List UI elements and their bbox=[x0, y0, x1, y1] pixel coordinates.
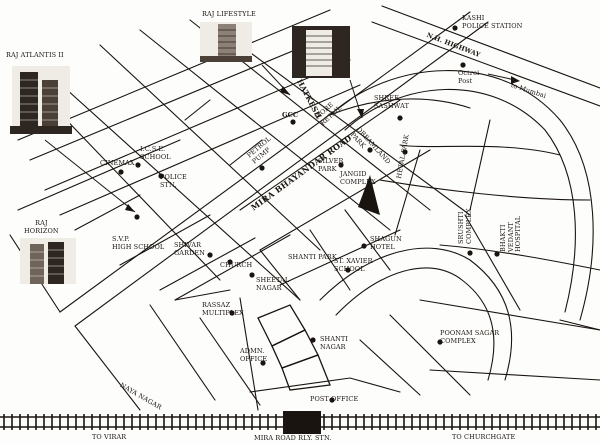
label-rassaz-multiplex: RASSAZ MULTIPLEX bbox=[202, 301, 244, 317]
dot-silver-park bbox=[338, 162, 344, 168]
railway-ties bbox=[3, 414, 597, 430]
label-church: CHURCH bbox=[220, 261, 253, 269]
arrow-to-mumbai bbox=[487, 73, 516, 81]
landmark-triangle bbox=[358, 175, 380, 215]
ring-road bbox=[329, 70, 594, 321]
center-tower-building bbox=[292, 26, 350, 78]
dot-police bbox=[158, 173, 164, 179]
raj-horizon-building bbox=[20, 238, 76, 284]
station-block bbox=[283, 411, 321, 434]
dot-sheetal bbox=[249, 272, 255, 278]
label-poonam-sagar: POONAM SAGAR COMPLEX bbox=[440, 329, 500, 345]
dot-poonam bbox=[437, 339, 443, 345]
label-srishti-complex: SRUSHTI COMPLEX bbox=[457, 208, 473, 244]
dot-shree-sashwat bbox=[397, 115, 403, 121]
label-kashi-police: KASHI POLICE STATION bbox=[462, 14, 523, 30]
label-mira-road-stn: MIRA ROAD RLY. STN. bbox=[254, 434, 332, 442]
label-police-stn: POLICE STN. bbox=[160, 173, 187, 189]
dot-srishti bbox=[467, 250, 473, 256]
label-octroi: Octroi Post bbox=[458, 69, 480, 85]
dot-shivar bbox=[207, 252, 213, 258]
label-shanti-park: SHANTI PARK bbox=[288, 253, 337, 261]
dot-admn bbox=[260, 360, 266, 366]
dot-dreamland bbox=[367, 147, 373, 153]
label-post-office: POST OFFICE bbox=[310, 395, 359, 403]
dot-post-office bbox=[329, 397, 335, 403]
dot-st-xavier bbox=[345, 267, 351, 273]
label-shivar-garden: SHIVAR GARDEN bbox=[174, 241, 206, 257]
sheetal-nagar-plots bbox=[257, 304, 331, 391]
label-icse-school: I.C.S.E. SCHOOL bbox=[140, 145, 171, 161]
arrow-raj-atlantis bbox=[44, 139, 136, 213]
label-raj-lifestyle: RAJ LIFESTYLE bbox=[202, 10, 256, 18]
label-to-virar: TO VIRAR bbox=[92, 433, 127, 441]
label-sheetal-nagar: SHEETAL NAGAR bbox=[256, 276, 290, 292]
dot-petrol bbox=[259, 165, 265, 171]
dot-kashi bbox=[452, 25, 458, 31]
label-jangid-complex: JANGID COMPLEX bbox=[340, 170, 376, 186]
label-svp-school: S.V.P. HIGH SCHOOL bbox=[112, 235, 165, 251]
label-shree-sashwat: SHREE SASHWAT bbox=[374, 94, 409, 110]
label-cinemax: CINEMAX bbox=[100, 159, 135, 167]
label-silver-park: SILVER PARK bbox=[318, 157, 344, 173]
dot-rassaz bbox=[229, 310, 235, 316]
label-bhakti-vedant: BHAKTI VEDANT HOSPITAL bbox=[499, 215, 522, 252]
dot-bhakti bbox=[494, 251, 500, 257]
nh-highway-road bbox=[381, 5, 600, 89]
raj-atlantis-building bbox=[10, 66, 72, 134]
dot-shagun bbox=[361, 243, 367, 249]
label-admn-office: ADMN. OFFICE bbox=[240, 347, 268, 363]
label-shagun-hotel: SHAGUN HOTEL bbox=[370, 235, 402, 251]
label-raj-atlantis: RAJ ATLANTIS II bbox=[6, 51, 64, 59]
dot-svp bbox=[134, 214, 140, 220]
dot-cinemax bbox=[118, 169, 124, 175]
mira-bhayandar-road bbox=[59, 11, 471, 313]
dot-hetal-park bbox=[402, 149, 408, 155]
label-shanti-nagar: SHANTI NAGAR bbox=[320, 335, 349, 351]
raj-lifestyle-building bbox=[200, 22, 252, 62]
label-st-xavier: ST. XAVIER SCHOOL bbox=[334, 257, 373, 273]
dot-octroi bbox=[460, 62, 466, 68]
dot-gcc bbox=[290, 119, 296, 125]
dot-icse bbox=[135, 162, 141, 168]
label-gcc: GCC bbox=[282, 111, 299, 119]
label-raj-horizon: RAJ HORIZON bbox=[24, 219, 59, 235]
dot-church bbox=[227, 259, 233, 265]
dot-shanti-nagar bbox=[310, 337, 316, 343]
label-to-churchgate: TO CHURCHGATE bbox=[452, 433, 516, 441]
